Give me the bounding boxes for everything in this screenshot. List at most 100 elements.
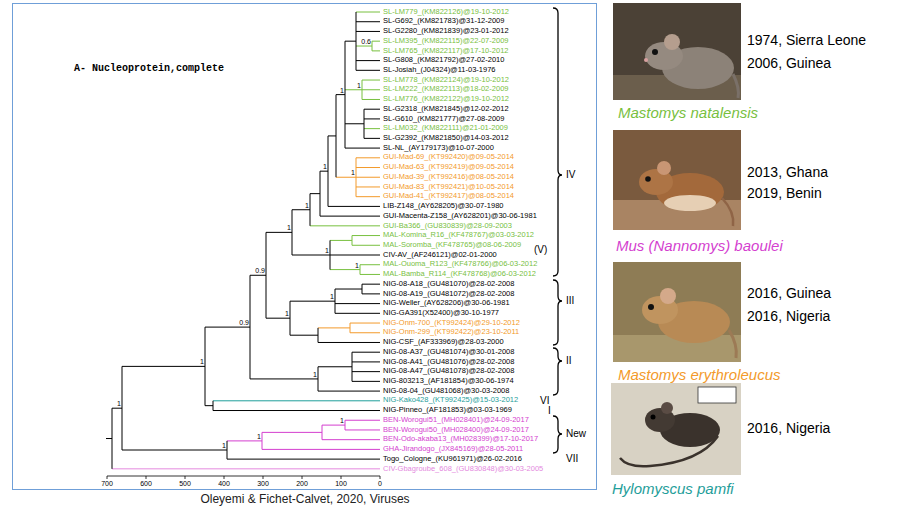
taxon-label: NIG-08-04_(GU481068)@30-03-2008 xyxy=(383,387,509,396)
photo-caption: 2019, Benin xyxy=(747,185,822,201)
tree-branch xyxy=(345,429,380,430)
tree-branch xyxy=(122,450,227,451)
taxon-label: GHA-Jirandogo_(JX845169)@28-05-2011 xyxy=(383,445,523,454)
tree-branch xyxy=(360,274,380,275)
rodent-ear xyxy=(660,288,676,304)
tree-branch xyxy=(266,232,292,233)
tree-branch xyxy=(352,361,380,362)
tree-branch xyxy=(310,225,380,226)
axis-tick xyxy=(224,476,225,479)
taxon-label: MAL-Bamba_R114_(KF478768)@06-03-2012 xyxy=(383,270,536,279)
taxon-label: NIG-Pinneo_(AF181853)@03-03-1969 xyxy=(383,406,512,415)
bootstrap-value: 1 xyxy=(325,247,329,254)
bootstrap-value: 1 xyxy=(351,169,355,176)
tree-branch xyxy=(122,366,205,367)
rodent-photo xyxy=(613,3,741,100)
photo-ground xyxy=(611,383,741,475)
taxon-label: GUI-Mad-39_(KT992416)@08-05-2014 xyxy=(383,173,514,182)
tree-branch xyxy=(364,118,380,119)
tree-branch xyxy=(335,313,380,314)
tree-branch xyxy=(336,177,356,178)
rodent-tail xyxy=(733,74,738,98)
tree-branch xyxy=(356,60,380,61)
tree-branch xyxy=(345,420,380,421)
taxon-label: SL-LM395_(KM822115)@22-07-2009 xyxy=(383,37,508,46)
bootstrap-value: 1 xyxy=(323,163,327,170)
bootstrap-value: 1 xyxy=(200,358,204,365)
taxon-label: MAL-Ouoma_R123_(KF478766)@06-03-2012 xyxy=(383,260,537,269)
axis-tick xyxy=(107,476,108,479)
tree-branch xyxy=(356,70,380,71)
taxon-label: GUI-Mad-63_(KT992419)@09-05-2014 xyxy=(383,163,514,172)
tree-branch xyxy=(318,342,380,343)
tree-branch xyxy=(345,148,380,149)
rodent-eye xyxy=(652,49,658,55)
clade-label: (V) xyxy=(534,244,547,256)
species-name: Hylomyscus pamfi xyxy=(612,480,734,497)
photo-ground xyxy=(613,130,741,230)
taxon-label: NIG-08-A41_(GU481076)@28-02-2008 xyxy=(383,358,514,367)
taxon-label: NIG-08-A19_(GU481072)@28-02-2008 xyxy=(383,290,514,299)
rodent-nose xyxy=(644,58,648,62)
bootstrap-value: 1 xyxy=(340,417,344,424)
tree-branch xyxy=(364,128,380,129)
figure-caption: Oleyemi & Fichet-Calvet, 2020, Viruses xyxy=(200,492,409,506)
bootstrap-value: 1 xyxy=(305,202,309,209)
panel-title: A- Nucleoprotein,complete xyxy=(74,63,224,74)
tree-branch xyxy=(356,21,380,22)
rodent-eye xyxy=(651,415,656,420)
taxon-label: SL-G2392_(KM821850)@14-03-2012 xyxy=(383,134,509,143)
tree-branch xyxy=(356,46,372,47)
taxon-label: BEN-Worogui50_(MH028400)@24-09-2017 xyxy=(383,426,529,435)
taxon-label: SL-LM222_(KM822113)@18-02-2009 xyxy=(383,85,508,94)
axis-tick xyxy=(185,476,186,479)
clade-label: II xyxy=(566,355,572,367)
rodent-belly xyxy=(664,195,716,211)
photo-caption: 2016, Nigeria xyxy=(747,308,830,324)
rodent-photo xyxy=(611,383,741,475)
axis-tick-label: 200 xyxy=(296,480,308,487)
clade-brace xyxy=(553,416,562,453)
tree-branch xyxy=(352,352,380,353)
tree-branch xyxy=(335,303,380,304)
tree-branch xyxy=(362,99,380,100)
tree-branch xyxy=(310,193,320,194)
tree-branch xyxy=(330,240,352,241)
photo-caption: 2016, Nigeria xyxy=(747,420,830,436)
taxon-label: SL-LM776_(KM822122)@19-10-2012 xyxy=(383,95,509,104)
tree-branch xyxy=(320,216,380,217)
tree-branch xyxy=(262,432,322,433)
taxon-label: BEN-Worogui51_(MH028401)@24-09-2017 xyxy=(383,416,529,425)
tree-branch xyxy=(320,171,328,172)
tree-branch xyxy=(205,327,250,328)
rodent-eye xyxy=(645,176,651,182)
axis-tick xyxy=(380,476,381,479)
axis-tick-label: 0 xyxy=(378,480,382,487)
tree-branch xyxy=(336,94,345,95)
taxon-label: BEN-Odo-akaba13_(MH028399)@17-10-2017 xyxy=(383,435,538,444)
tree-branch xyxy=(360,264,380,265)
phylogenetic-tree xyxy=(106,12,380,469)
species-name: Mastomys erythroleucus xyxy=(618,366,781,383)
tree-branch xyxy=(328,206,380,207)
tree-branch xyxy=(352,371,380,372)
tree-branch xyxy=(356,186,380,187)
tree-branch xyxy=(345,89,362,90)
rodent-ear xyxy=(661,402,673,414)
photo-ground xyxy=(613,3,741,100)
bootstrap-value: 1 xyxy=(222,442,226,449)
taxon-label: NIG-803213_(AF181854)@30-06-1974 xyxy=(383,377,514,386)
bootstrap-value: 0.9 xyxy=(239,319,249,326)
rodent-photo xyxy=(613,130,741,230)
taxon-label: GUI-Mad-69_(KT992420)@09-05-2014 xyxy=(383,153,514,162)
tree-branch xyxy=(266,318,290,319)
time-axis xyxy=(107,476,380,479)
taxon-label: CIV-AV_(AF246121)@02-01-2000 xyxy=(383,251,497,260)
taxon-label: CIV-Gbagroube_608_(GU830848)@30-03-2005 xyxy=(383,465,543,474)
tree-branch xyxy=(362,80,380,81)
tree-branch xyxy=(322,439,380,440)
tree-branch xyxy=(290,335,318,336)
rodent-tail xyxy=(620,436,718,466)
bootstrap-value: 1 xyxy=(257,433,261,440)
tree-branch xyxy=(322,425,345,426)
